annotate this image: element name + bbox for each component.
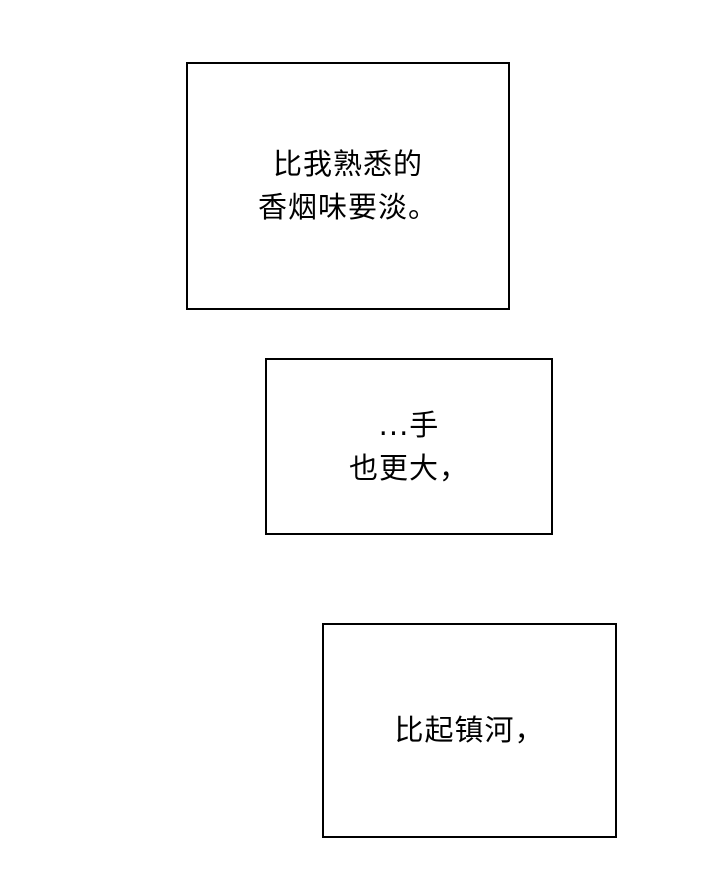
speech-box-3: 比起镇河，: [322, 623, 617, 838]
speech-text-1: 比我熟悉的 香烟味要淡。: [258, 143, 438, 229]
speech-line: ...手: [378, 407, 440, 442]
speech-box-1: 比我熟悉的 香烟味要淡。: [186, 62, 510, 310]
speech-line: 比我熟悉的: [272, 147, 423, 181]
speech-line: 也更大，: [348, 450, 469, 485]
speech-box-2: ...手 也更大，: [265, 358, 553, 535]
speech-line: 比起镇河，: [394, 713, 545, 747]
speech-text-3: 比起镇河，: [394, 709, 544, 752]
speech-line: 香烟味要淡。: [257, 190, 438, 224]
speech-text-2: ...手 也更大，: [349, 404, 469, 490]
